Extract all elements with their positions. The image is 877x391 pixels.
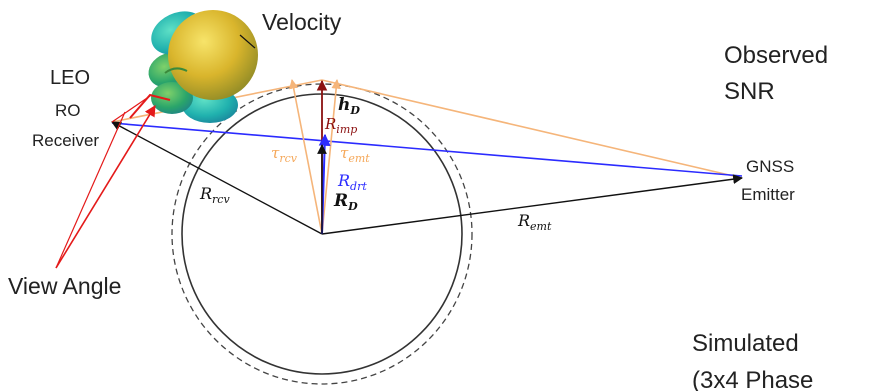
snr-label: SNR (724, 78, 775, 105)
direct-blue-ray (111, 122, 743, 177)
view-angle-label: View Angle (8, 273, 121, 299)
orange-ray-emitter (321, 79, 743, 179)
r-d-label: RD (333, 191, 358, 213)
velocity-label: Velocity (262, 9, 342, 35)
r-rcv-vector (111, 121, 323, 235)
tau-rcv-arrow (288, 79, 323, 235)
leo-label: LEO (50, 67, 90, 89)
phase-partial-label: (3x4 Phase (692, 367, 813, 391)
tau-rcv-label: τrcv (271, 144, 298, 165)
receiver-label: Receiver (32, 131, 99, 150)
gnss-label: GNSS (746, 157, 794, 176)
tau-emt-label: τemt (340, 144, 370, 165)
r-rcv-label: Rrcv (199, 184, 230, 206)
atmosphere-dashed-circle (171, 83, 473, 385)
antenna-pattern-image (148, 10, 258, 123)
emitter-label: Emitter (741, 185, 795, 204)
observed-label: Observed (724, 42, 828, 69)
r-emt-label: Remt (517, 211, 552, 233)
r-imp-label: Rimp (324, 115, 357, 136)
simulated-label: Simulated (692, 330, 799, 357)
h-d-label: hD (338, 95, 360, 117)
velocity-arrow (239, 34, 256, 49)
r-emt-vector (321, 174, 743, 235)
ro-label: RO (55, 101, 81, 120)
view-angle-indicator (55, 93, 171, 269)
tau-emt-arrow (321, 79, 341, 235)
r-drt-label: Rdrt (337, 171, 367, 193)
